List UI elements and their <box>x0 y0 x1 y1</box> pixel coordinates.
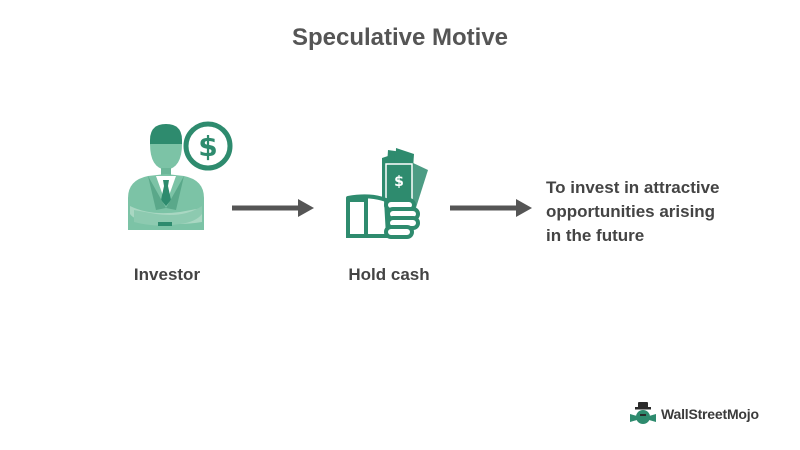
investor-icon: $ <box>128 121 233 230</box>
outcome-line: To invest in attractive <box>546 178 720 197</box>
svg-text:$: $ <box>198 130 217 163</box>
flow-arrow-2 <box>450 199 532 217</box>
step-label-hold-cash: Hold cash <box>348 265 430 284</box>
flow-arrow-1 <box>232 199 314 217</box>
brand-name: WallStreetMojo <box>661 406 759 422</box>
wallstreetmojo-logo-icon <box>630 402 656 424</box>
svg-text:$: $ <box>394 174 404 190</box>
hand-holding-cash-icon: $ <box>346 148 428 239</box>
outcome-line: in the future <box>546 226 645 245</box>
step-label-investor: Investor <box>133 265 201 284</box>
outcome-text: To invest in attractive opportunities ar… <box>546 176 776 248</box>
outcome-line: opportunities arising <box>546 202 716 221</box>
brand-logo: WallStreetMojo <box>630 402 759 426</box>
diagram-title: Speculative Motive <box>291 24 509 51</box>
